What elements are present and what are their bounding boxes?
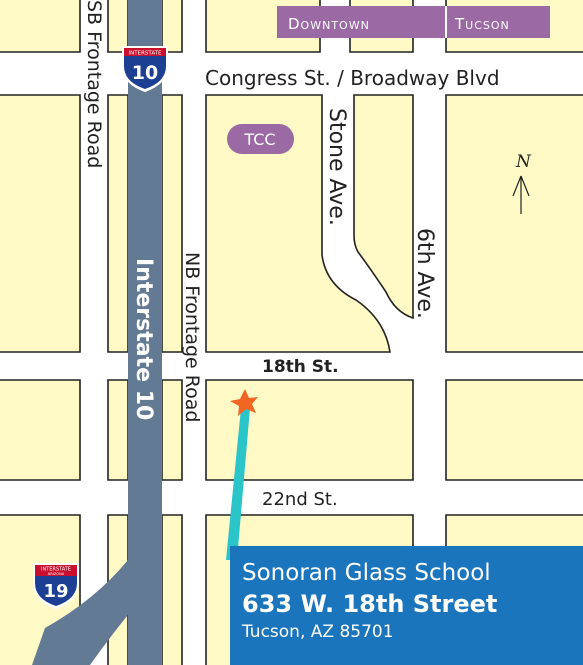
city-block xyxy=(107,379,129,481)
svg-text:INTERSTATE: INTERSTATE xyxy=(41,567,71,573)
street-18th-label: 18th St. xyxy=(262,357,339,377)
interstate-10-road xyxy=(128,0,162,665)
city-block xyxy=(161,94,183,353)
tcc-badge xyxy=(227,124,294,154)
street-congress-label: Congress St. / Broadway Blvd xyxy=(205,66,500,90)
city-block xyxy=(0,94,81,353)
city-block xyxy=(353,94,414,320)
city-block xyxy=(0,379,81,481)
interstate-ramp xyxy=(32,560,140,665)
city-block xyxy=(161,514,183,665)
city-state-zip: Tucson, AZ 85701 xyxy=(242,622,394,642)
title-banner xyxy=(277,6,550,38)
street-sb-frontage-label: SB Frontage Road xyxy=(83,0,105,168)
city-block xyxy=(161,0,183,53)
tcc-label: TCC xyxy=(243,130,275,149)
star-marker-icon xyxy=(230,389,258,416)
title-downtown: Downtown xyxy=(288,15,370,33)
city-block xyxy=(0,0,81,53)
location-pointer xyxy=(226,408,250,560)
city-block xyxy=(445,379,583,481)
city-block xyxy=(445,94,583,353)
city-block xyxy=(107,0,129,53)
interstate-19-shield-icon: INTERSTATE ARIZONA 19 xyxy=(33,563,79,609)
city-block xyxy=(107,94,129,353)
svg-text:INTERSTATE: INTERSTATE xyxy=(129,51,163,57)
title-tucson: Tucson xyxy=(454,15,510,33)
city-block xyxy=(205,379,414,481)
interstate-10-label: Interstate 10 xyxy=(131,258,156,420)
svg-text:N: N xyxy=(515,152,532,172)
svg-text:10: 10 xyxy=(132,62,158,84)
svg-text:ARIZONA: ARIZONA xyxy=(48,572,65,576)
street-sixth-label: 6th Ave. xyxy=(412,228,437,319)
city-block xyxy=(161,379,183,481)
address-info-box: Sonoran Glass School 633 W. 18th Street … xyxy=(230,546,583,665)
street-address: 633 W. 18th Street xyxy=(242,590,498,618)
city-block xyxy=(205,94,391,353)
street-22nd-label: 22nd St. xyxy=(262,489,338,510)
school-name: Sonoran Glass School xyxy=(242,560,491,586)
street-nb-frontage-label: NB Frontage Road xyxy=(181,252,203,422)
street-stone-label: Stone Ave. xyxy=(324,108,349,226)
north-arrow-icon: N xyxy=(512,152,532,214)
interstate-10-shield-icon: INTERSTATE 10 xyxy=(122,46,168,92)
svg-text:19: 19 xyxy=(43,581,68,602)
